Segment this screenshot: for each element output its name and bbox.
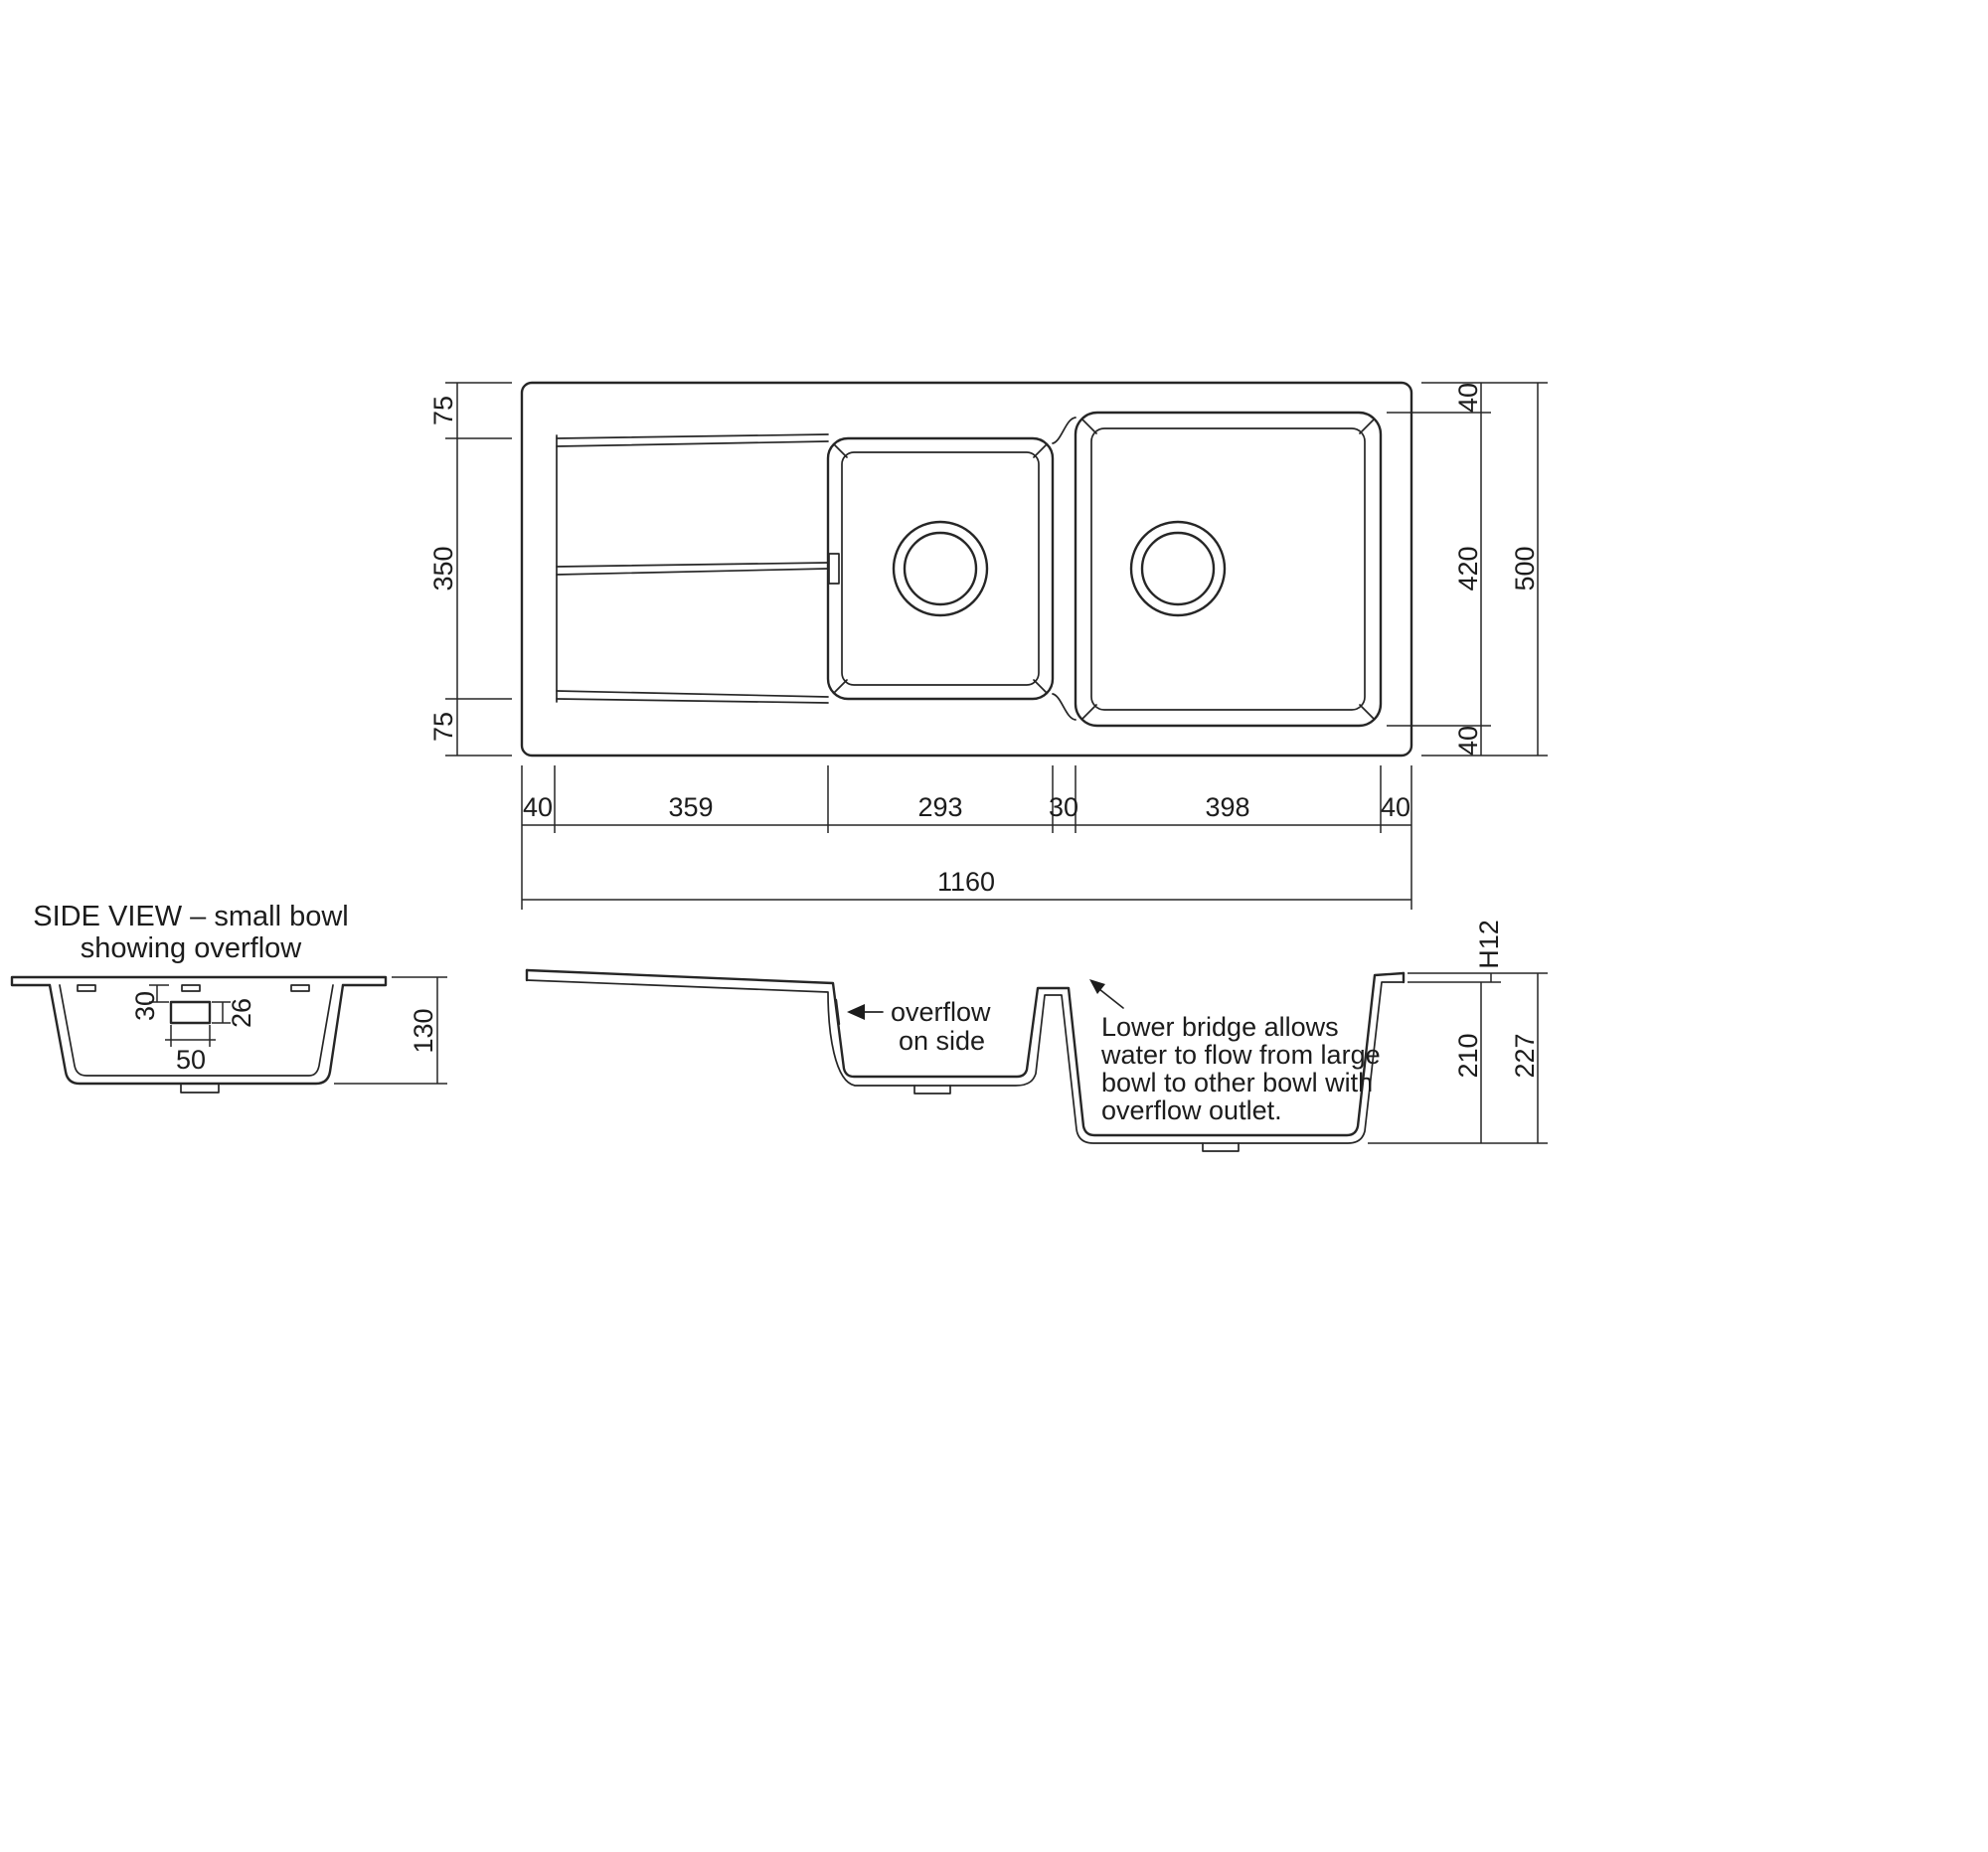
- bridge-arrowhead-icon: [1089, 979, 1105, 994]
- section-end-caps: [525, 968, 1406, 984]
- dim-left-bot-label: 75: [428, 712, 458, 742]
- dim-overflow-width-lines: [165, 1025, 216, 1047]
- dim-left-top-label: 75: [428, 396, 458, 425]
- dim-bot-4-label: 30: [1049, 792, 1078, 822]
- sink-outer-outline: [520, 381, 1413, 758]
- dim-overall-depth-label: 227: [1510, 1033, 1540, 1078]
- drainer-groove-middle: [556, 562, 829, 576]
- side-view-drain-notch: [180, 1083, 220, 1094]
- side-view-bowl-outer-wall: [48, 983, 345, 1086]
- small-bowl-overflow-tab: [828, 553, 840, 585]
- dim-overflow-width-label: 50: [176, 1045, 206, 1075]
- small-bowl-outer-rim: [826, 436, 1055, 701]
- large-bowl-drain-outer-circle: [1129, 520, 1227, 617]
- dims-left-extension-lines: [445, 382, 512, 757]
- dim-overflow-height-label: 26: [227, 998, 256, 1028]
- dim-right-mid-label: 420: [1453, 546, 1483, 590]
- side-view-counter-slab: [10, 975, 388, 987]
- dim-bot-1-label: 40: [523, 792, 553, 822]
- dim-overflow-offset-lines: [149, 984, 169, 1003]
- section-dims: H12 210 227: [1368, 920, 1548, 1144]
- side-view-bowl-inner-wall: [59, 984, 334, 1077]
- small-bowl-drain-inner-circle: [903, 531, 978, 606]
- drainer-groove-top: [556, 433, 829, 447]
- dim-right-top-label: 40: [1453, 383, 1483, 413]
- side-view-overflow-opening: [169, 1000, 212, 1025]
- small-bowl: [826, 436, 1055, 701]
- overflow-annotation: overflow on side: [847, 997, 991, 1056]
- section-large-bowl-drain-notch: [1202, 1142, 1240, 1152]
- section-extension-lines: [1368, 972, 1548, 1144]
- section-view: overflow on side Lower bridge allows wat…: [525, 920, 1548, 1152]
- drainer: [556, 433, 829, 704]
- section-underside-profile: [526, 979, 1405, 1144]
- section-small-bowl-drain-notch: [913, 1085, 951, 1094]
- bridge-note-line3: bowl to other bowl with: [1101, 1068, 1373, 1097]
- small-bowl-drain-outer-circle: [892, 520, 989, 617]
- drainer-groove-bottom: [556, 690, 829, 704]
- dim-bot-overall-label: 1160: [937, 867, 995, 897]
- large-bowl-corner-bevels: [1081, 419, 1375, 720]
- overflow-arrowhead-icon: [847, 1004, 865, 1020]
- bowl-bridge-connectors: [1052, 417, 1077, 721]
- dim-bowl-depth-lines: [334, 976, 447, 1085]
- dims-left: 75 350 75: [428, 382, 512, 757]
- side-view-mounting-tabs: [77, 984, 310, 992]
- dims-bottom: 40 359 293 30 398 40 1160: [521, 765, 1412, 910]
- dim-left-mid-label: 350: [428, 546, 458, 590]
- side-view-title-line1: SIDE VIEW – small bowl: [33, 901, 348, 932]
- dim-bot-5-label: 398: [1205, 792, 1249, 822]
- side-view-small-bowl: SIDE VIEW – small bowl showing overflow …: [10, 901, 447, 1094]
- dim-bot-2-label: 359: [668, 792, 713, 822]
- section-overflow-slot: [834, 998, 841, 1026]
- large-bowl-outer-rim: [1074, 411, 1383, 728]
- small-bowl-corner-bevels: [833, 443, 1048, 694]
- large-bowl: [1074, 411, 1383, 728]
- dim-overflow-height-lines: [212, 1001, 231, 1024]
- bridge-annotation: Lower bridge allows water to flow from l…: [1089, 979, 1381, 1125]
- bridge-note-line2: water to flow from large: [1100, 1040, 1381, 1070]
- overflow-note-line2: on side: [899, 1026, 985, 1056]
- dim-bot-3-label: 293: [917, 792, 962, 822]
- dim-right-overall-label: 500: [1510, 546, 1540, 590]
- large-bowl-inner-rim: [1090, 427, 1366, 711]
- section-top-surface: [525, 968, 1406, 1137]
- dim-large-bowl-depth-label: 210: [1453, 1033, 1483, 1078]
- dims-bottom-extension-lines: [521, 765, 1412, 910]
- dims-right: 40 420 40 500: [1387, 382, 1548, 757]
- large-bowl-drain-inner-circle: [1140, 531, 1216, 606]
- small-bowl-inner-rim: [841, 451, 1040, 686]
- overflow-note-line1: overflow: [891, 997, 991, 1027]
- bridge-arrow-line: [1098, 988, 1124, 1009]
- dim-bot-6-label: 40: [1381, 792, 1410, 822]
- dim-overflow-offset-label: 30: [130, 991, 160, 1021]
- dim-bowl-depth-label: 130: [409, 1008, 438, 1053]
- top-view: 75 350 75 40 420 40 500 40 359 293 30 39…: [428, 381, 1548, 910]
- dims-right-extension-lines: [1387, 382, 1548, 757]
- dim-rim-height-label: H12: [1474, 920, 1504, 969]
- dim-right-bot-label: 40: [1453, 726, 1483, 756]
- side-view-title-line2: showing overflow: [81, 932, 302, 964]
- bridge-note-line1: Lower bridge allows: [1101, 1012, 1339, 1042]
- bridge-note-line4: overflow outlet.: [1101, 1095, 1282, 1125]
